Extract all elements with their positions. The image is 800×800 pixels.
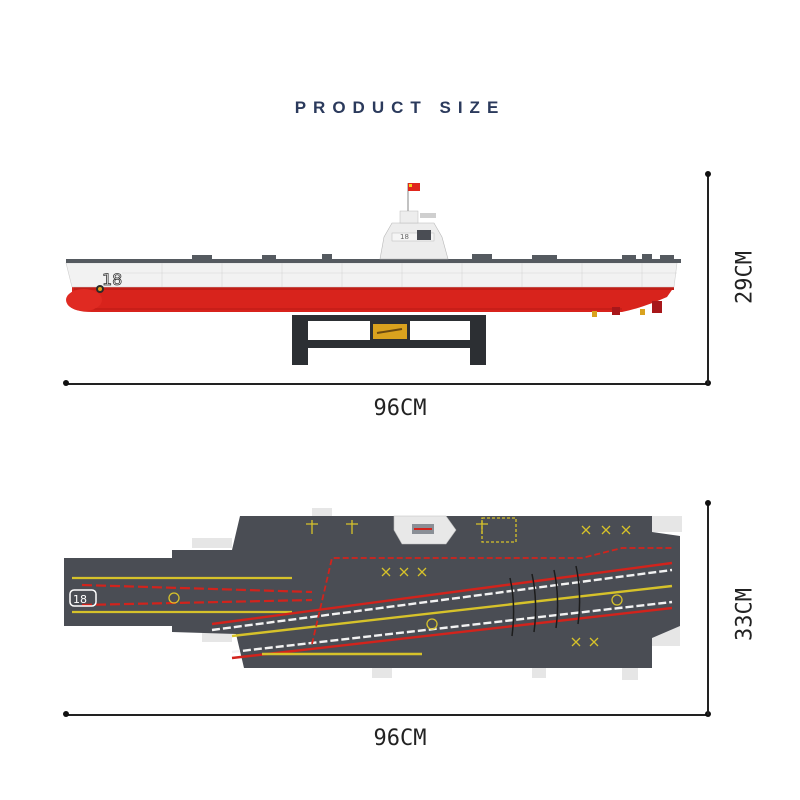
- side-length-dimension-line: [66, 383, 708, 385]
- page-title: PRODUCT SIZE: [294, 98, 506, 117]
- deck-number: 18: [73, 593, 87, 606]
- dimension-endpoint: [63, 711, 69, 717]
- top-length-dimension-line: [66, 714, 708, 716]
- hull-number-side: 18: [102, 270, 122, 289]
- dimension-endpoint: [63, 380, 69, 386]
- top-view-deck-illustration: 18: [64, 508, 682, 680]
- top-width-label: 33CM: [732, 588, 758, 641]
- dimension-endpoint: [705, 171, 711, 177]
- side-length-label: 96CM: [373, 396, 427, 421]
- top-length-label: 96CM: [373, 726, 427, 751]
- top-view-deck: 18: [62, 508, 692, 688]
- dimension-endpoint: [705, 500, 711, 506]
- side-height-label: 29CM: [732, 251, 758, 304]
- side-height-dimension-line: [707, 174, 709, 384]
- side-view-ship-illustration: 18 18: [65, 183, 681, 365]
- side-view-ship: 18 18: [62, 175, 692, 365]
- top-width-dimension-line: [707, 503, 709, 715]
- svg-text:18: 18: [400, 233, 409, 241]
